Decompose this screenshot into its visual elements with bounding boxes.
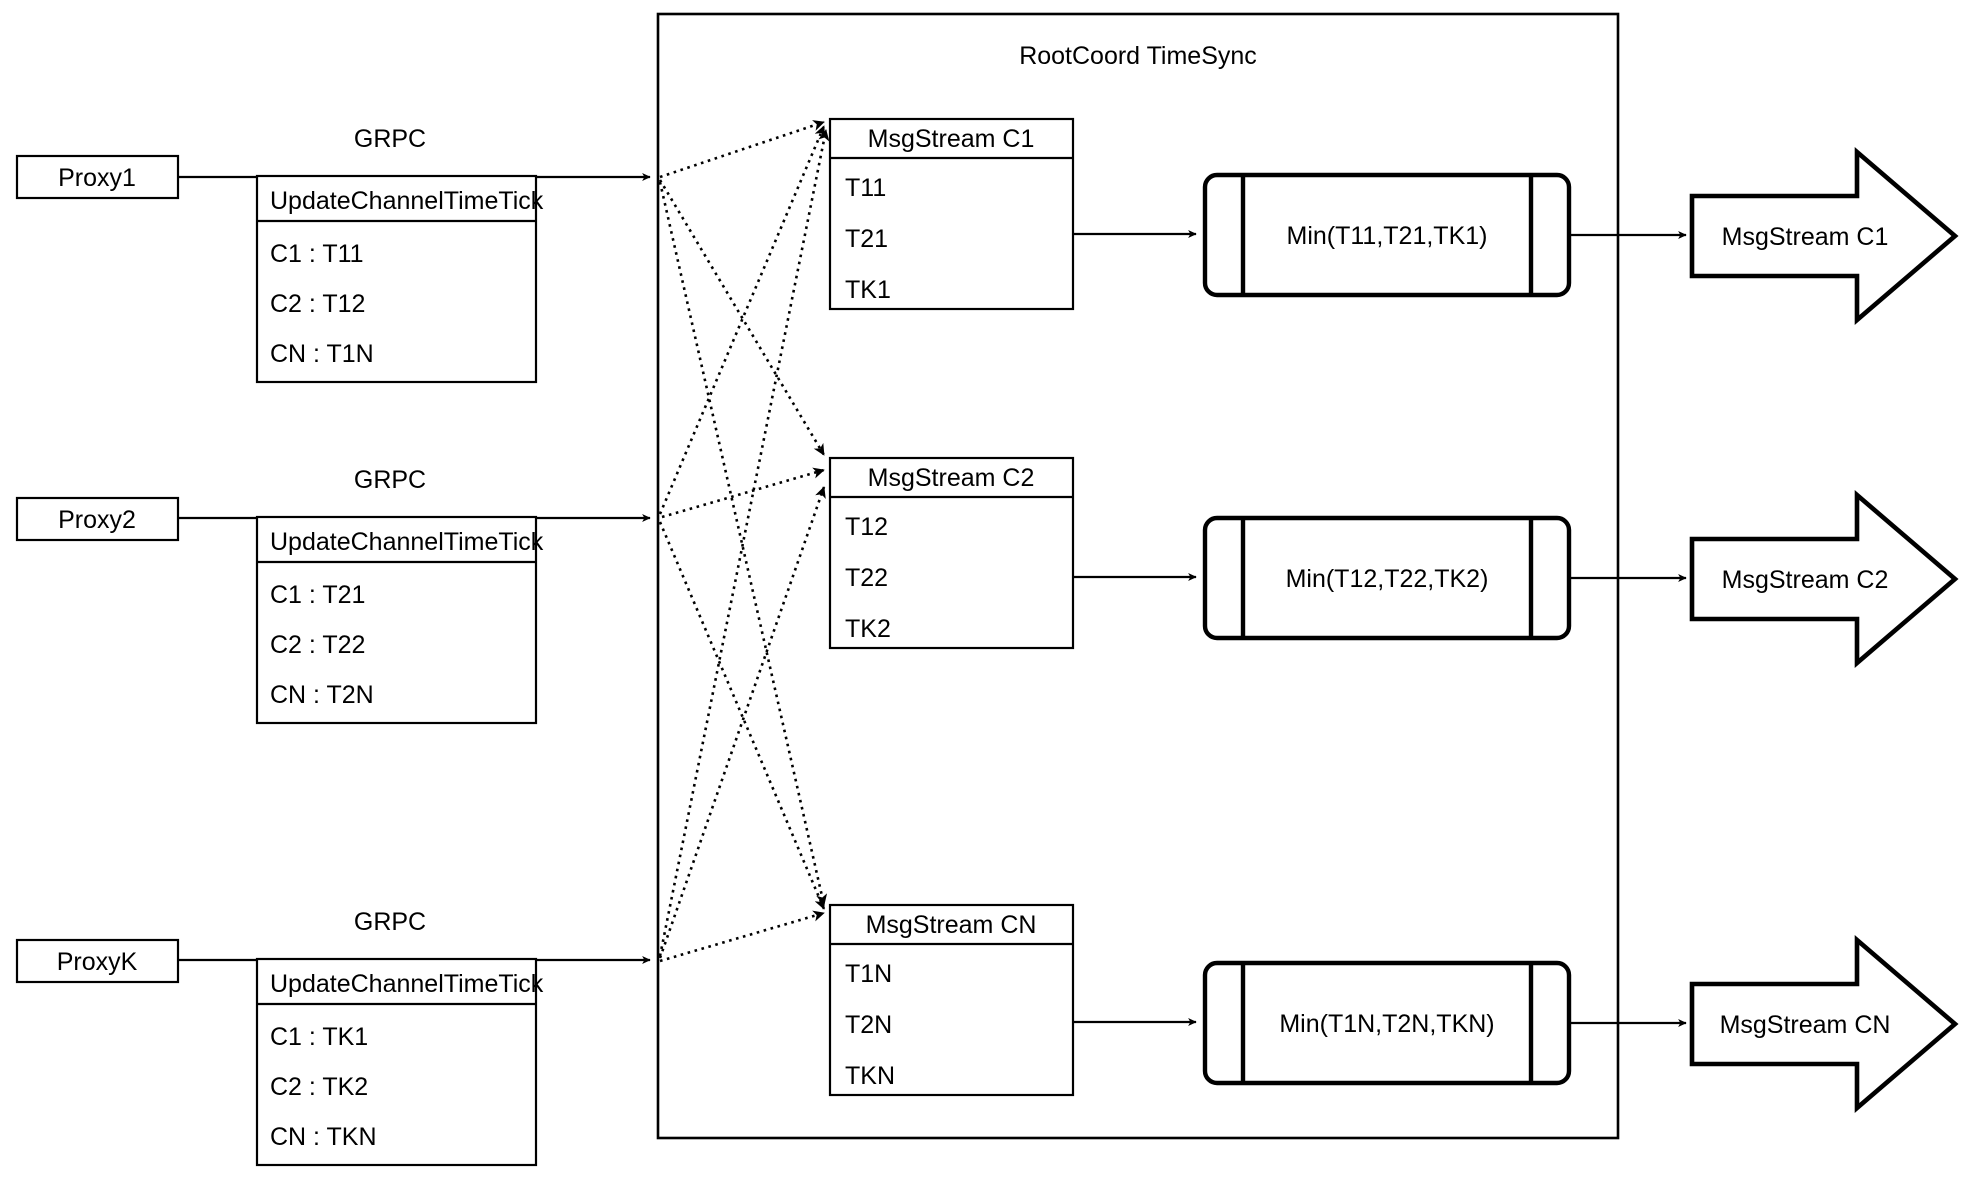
message-row-3-0: C1 : TK1 bbox=[270, 1023, 368, 1051]
output-stream-arrow-2: MsgStream C2 bbox=[1689, 489, 1959, 669]
grpc-link-label-1: GRPC bbox=[354, 125, 426, 153]
output-stream-arrow-3: MsgStream CN bbox=[1689, 934, 1959, 1114]
message-row-1-1: C2 : T12 bbox=[270, 290, 365, 318]
proxy-node-label: ProxyK bbox=[57, 948, 138, 976]
msgstream-row-3-1: T2N bbox=[845, 1011, 892, 1039]
msgstream-row-2-2: TK2 bbox=[845, 615, 891, 643]
msgstream-header-3: MsgStream CN bbox=[866, 911, 1037, 939]
channel-pipeline-2: MsgStream C2 T12 T22 TK2 Min(T12,T22,TK2… bbox=[828, 456, 1959, 669]
timetick-fanout-links bbox=[658, 120, 830, 963]
min-process-box-3: Min(T1N,T2N,TKN) bbox=[1202, 960, 1572, 1086]
fanout-p1-c1 bbox=[659, 120, 825, 179]
msgstream-row-1-2: TK1 bbox=[845, 276, 891, 304]
proxy-node-label: Proxy2 bbox=[58, 506, 136, 534]
min-process-label-2: Min(T12,T22,TK2) bbox=[1286, 565, 1489, 593]
msgstream-row-3-2: TKN bbox=[845, 1062, 895, 1090]
message-row-1-2: CN : T1N bbox=[270, 340, 374, 368]
msgstream-row-3-0: T1N bbox=[845, 960, 892, 988]
fanout-p1-c2 bbox=[658, 179, 826, 456]
message-row-1-0: C1 : T11 bbox=[270, 240, 364, 268]
msgstream-header-1: MsgStream C1 bbox=[868, 125, 1035, 153]
msgstream-header-2: MsgStream C2 bbox=[868, 464, 1035, 492]
message-row-2-1: C2 : T22 bbox=[270, 631, 365, 659]
message-header-2: UpdateChannelTimeTick bbox=[270, 528, 544, 556]
msgstream-box-1: MsgStream C1 T11 T21 TK1 bbox=[828, 117, 1075, 311]
min-process-label-3: Min(T1N,T2N,TKN) bbox=[1279, 1010, 1494, 1038]
min-process-box-2: Min(T12,T22,TK2) bbox=[1202, 515, 1572, 641]
grpc-link-label-3: GRPC bbox=[354, 908, 426, 936]
container-title: RootCoord TimeSync bbox=[1019, 42, 1257, 70]
proxy-node-label: Proxy1 bbox=[58, 164, 136, 192]
msgstream-row-1-1: T21 bbox=[845, 225, 888, 253]
proxy-row-3: ProxyK GRPC UpdateChannelTimeTick C1 : T… bbox=[15, 908, 651, 1167]
msgstream-row-2-1: T22 bbox=[845, 564, 888, 592]
msgstream-box-3: MsgStream CN T1N T2N TKN bbox=[828, 903, 1075, 1097]
fanout-p1-cn bbox=[658, 181, 828, 906]
channel-pipeline-3: MsgStream CN T1N T2N TKN Min(T1N,T2N,TKN… bbox=[828, 903, 1959, 1114]
proxy-row-1: Proxy1 GRPC UpdateChannelTimeTick C1 : T… bbox=[15, 125, 651, 384]
msgstream-row-1-0: T11 bbox=[845, 174, 886, 202]
proxy-node-1[interactable]: Proxy1 bbox=[15, 154, 180, 200]
update-channel-timetick-box-3: UpdateChannelTimeTick C1 : TK1 C2 : TK2 … bbox=[255, 957, 544, 1167]
grpc-link-label-2: GRPC bbox=[354, 466, 426, 494]
min-process-label-1: Min(T11,T21,TK1) bbox=[1287, 222, 1488, 250]
proxy-node-2[interactable]: Proxy2 bbox=[15, 496, 180, 542]
update-channel-timetick-box-2: UpdateChannelTimeTick C1 : T21 C2 : T22 … bbox=[255, 515, 544, 725]
msgstream-box-2: MsgStream C2 T12 T22 TK2 bbox=[828, 456, 1075, 650]
proxy-row-2: Proxy2 GRPC UpdateChannelTimeTick C1 : T… bbox=[15, 466, 651, 725]
message-row-2-2: CN : T2N bbox=[270, 681, 374, 709]
output-stream-label-2: MsgStream C2 bbox=[1722, 566, 1889, 594]
message-row-3-1: C2 : TK2 bbox=[270, 1073, 368, 1101]
proxy-node-3[interactable]: ProxyK bbox=[15, 938, 180, 984]
fanout-p2-cn bbox=[658, 521, 826, 910]
update-channel-timetick-box-1: UpdateChannelTimeTick C1 : T11 C2 : T12 … bbox=[255, 174, 544, 384]
message-row-3-2: CN : TKN bbox=[270, 1123, 377, 1151]
output-stream-arrow-1: MsgStream C1 bbox=[1689, 146, 1959, 326]
output-stream-label-1: MsgStream C1 bbox=[1722, 223, 1889, 251]
fanout-p2-c1 bbox=[658, 125, 826, 515]
output-stream-label-3: MsgStream CN bbox=[1720, 1011, 1891, 1039]
channel-pipeline-1: MsgStream C1 T11 T21 TK1 Min(T11,T21,TK1… bbox=[828, 117, 1959, 326]
min-process-box-1: Min(T11,T21,TK1) bbox=[1202, 172, 1572, 298]
message-row-2-0: C1 : T21 bbox=[270, 581, 365, 609]
message-header-1: UpdateChannelTimeTick bbox=[270, 187, 544, 215]
msgstream-row-2-0: T12 bbox=[845, 513, 888, 541]
message-header-3: UpdateChannelTimeTick bbox=[270, 970, 544, 998]
